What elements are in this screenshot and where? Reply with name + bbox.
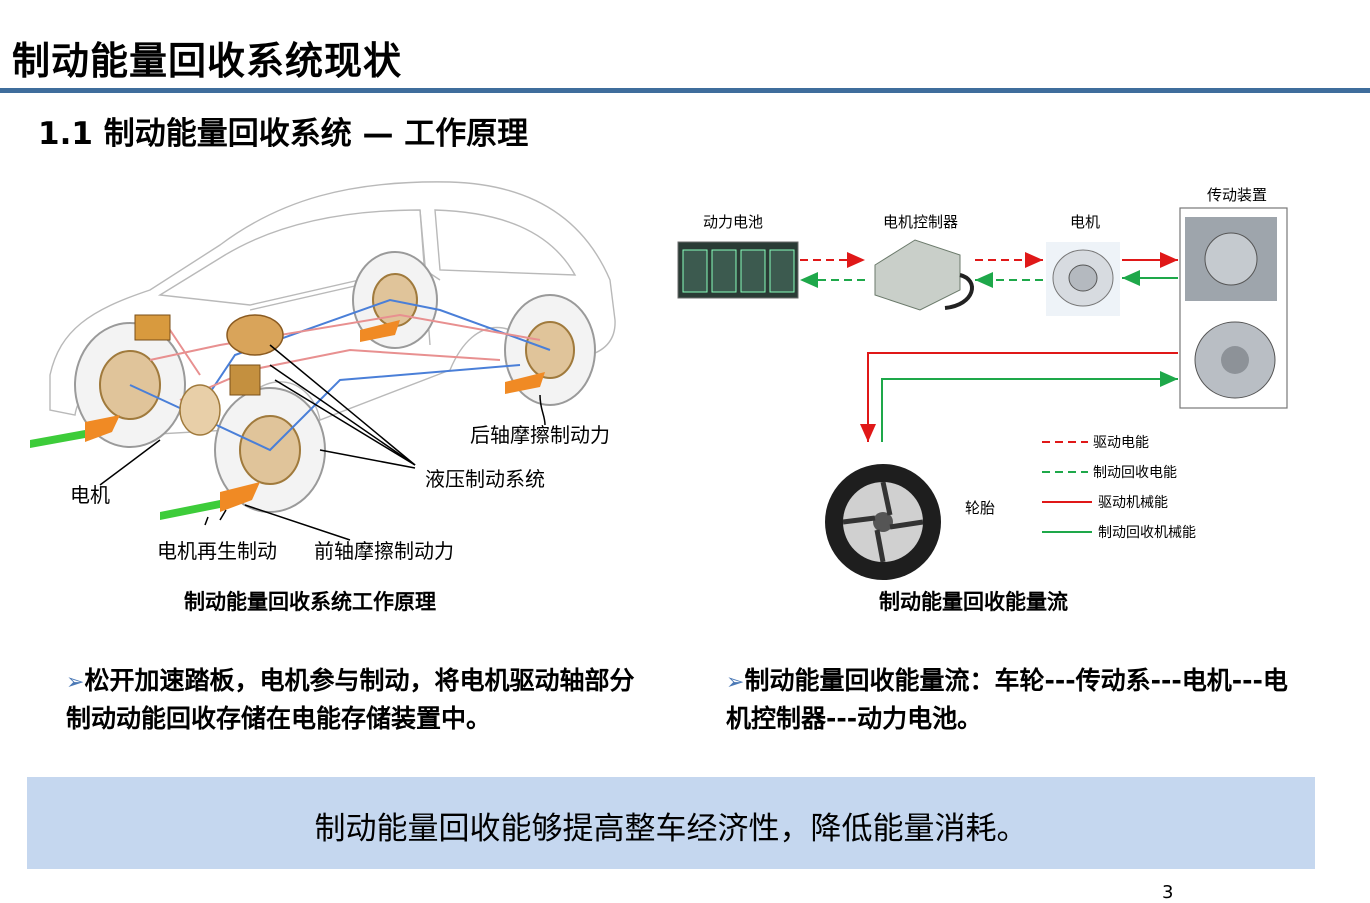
page-number: 3 xyxy=(1162,882,1174,903)
label-front-friction: 前轴摩擦制动力 xyxy=(314,539,454,563)
node-label-tire: 轮胎 xyxy=(965,499,995,517)
label-motor: 电机 xyxy=(70,483,110,507)
legend-label-drive-electric: 驱动电能 xyxy=(1093,435,1149,451)
motor-image xyxy=(1046,242,1120,316)
legend-label-regen-electric: 制动回收电能 xyxy=(1093,465,1177,481)
brake-booster xyxy=(226,314,284,396)
bullet-right-text: 制动能量回收能量流：车轮---传动系---电机---电机控制器---动力电池。 xyxy=(726,666,1288,733)
motor-controller-image xyxy=(874,239,974,311)
node-label-battery: 动力电池 xyxy=(703,213,763,231)
battery-pack-image xyxy=(677,241,799,299)
left-figure-caption: 制动能量回收系统工作原理 xyxy=(184,590,436,614)
node-label-controller: 电机控制器 xyxy=(883,213,958,231)
flow-legend: 驱动电能 制动回收电能 驱动机械能 制动回收机械能 xyxy=(1042,435,1196,541)
label-hydraulic: 液压制动系统 xyxy=(425,467,545,491)
car-braking-diagram: 电机 电机再生制动 前轴摩擦制动力 液压制动系统 后轴摩擦制动力 xyxy=(30,181,616,563)
bullet-right: ➢制动能量回收能量流：车轮---传动系---电机---电机控制器---动力电池。 xyxy=(726,663,1306,737)
bullet-arrow-icon: ➢ xyxy=(726,670,745,695)
transmission-image xyxy=(1179,207,1288,409)
summary-text: 制动能量回收能够提高整车经济性，降低能量消耗。 xyxy=(314,811,1028,847)
motor-unit xyxy=(179,384,221,436)
right-figure-caption: 制动能量回收能量流 xyxy=(879,590,1068,614)
bullet-arrow-icon: ➢ xyxy=(66,670,85,695)
section-subtitle: 1.1 制动能量回收系统 — 工作原理 xyxy=(38,116,529,152)
bullet-left: ➢松开加速踏板，电机参与制动，将电机驱动轴部分制动动能回收存储在电能存储装置中。 xyxy=(66,663,656,737)
force-arrows xyxy=(30,320,545,520)
battery-box xyxy=(134,314,171,341)
title-divider xyxy=(0,88,1370,93)
summary-banner: 制动能量回收能够提高整车经济性，降低能量消耗。 xyxy=(27,777,1315,869)
flow-arrows xyxy=(800,252,1178,442)
energy-flow-diagram: 动力电池 电机控制器 电机 传动装置 轮胎 xyxy=(677,186,1288,580)
page-title: 制动能量回收系统现状 xyxy=(12,39,403,83)
tire-image xyxy=(825,464,941,580)
label-regen-braking: 电机再生制动 xyxy=(157,539,277,563)
legend-label-regen-mechanical: 制动回收机械能 xyxy=(1098,525,1196,541)
leader-lines xyxy=(99,344,546,541)
node-label-motor: 电机 xyxy=(1070,213,1100,231)
label-rear-friction: 后轴摩擦制动力 xyxy=(470,423,610,447)
bullet-left-text: 松开加速踏板，电机参与制动，将电机驱动轴部分制动动能回收存储在电能存储装置中。 xyxy=(66,666,635,733)
legend-label-drive-mechanical: 驱动机械能 xyxy=(1098,495,1168,511)
node-label-transmission: 传动装置 xyxy=(1207,186,1267,204)
